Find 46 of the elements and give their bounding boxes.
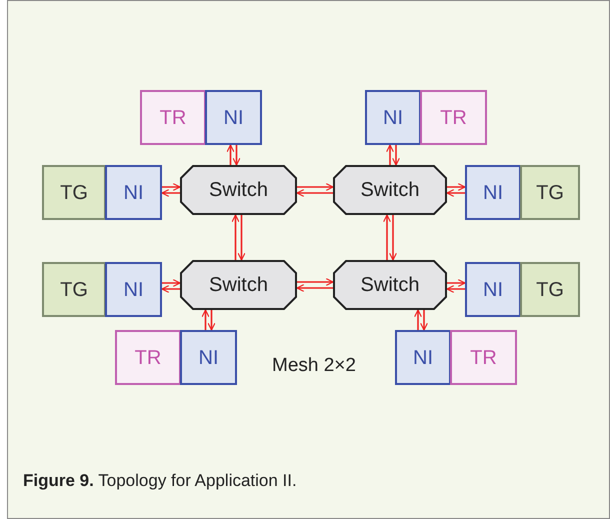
arrow xyxy=(201,309,210,330)
tg-box: TG xyxy=(520,262,580,317)
ni-box: NI xyxy=(105,262,162,317)
arrow xyxy=(297,278,334,286)
arrow xyxy=(231,214,240,260)
ni-box: NI xyxy=(465,165,521,220)
tr-box: TR xyxy=(420,90,487,145)
switch-octagon: Switch xyxy=(333,260,447,310)
figure-caption: Figure 9. Topology for Application II. xyxy=(23,470,297,492)
ni-box: NI xyxy=(395,330,451,385)
arrow xyxy=(447,278,466,288)
arrow xyxy=(392,145,400,166)
tr-box: TR xyxy=(450,330,517,385)
tg-box: TG xyxy=(520,165,580,220)
tg-box: TG xyxy=(42,165,106,220)
ni-box: NI xyxy=(205,90,262,145)
arrow xyxy=(386,144,394,165)
ni-box: NI xyxy=(180,330,237,385)
arrow xyxy=(420,310,428,331)
arrow xyxy=(447,182,466,192)
ni-box: NI xyxy=(105,165,162,220)
arrow xyxy=(237,215,246,261)
tg-box: TG xyxy=(42,262,106,317)
arrow xyxy=(226,144,235,165)
arrow xyxy=(297,182,334,192)
arrow xyxy=(232,145,241,166)
switch-octagon: Switch xyxy=(333,165,447,215)
arrow xyxy=(296,284,333,292)
arrow xyxy=(162,182,181,192)
ni-box: NI xyxy=(365,90,421,145)
arrow xyxy=(414,309,422,330)
arrow xyxy=(296,188,333,198)
tr-box: TR xyxy=(115,330,181,385)
arrow xyxy=(388,215,398,261)
arrow xyxy=(161,284,180,294)
arrow xyxy=(161,188,180,198)
ni-box: NI xyxy=(465,262,521,317)
switch-octagon: Switch xyxy=(180,165,297,215)
arrow xyxy=(207,310,216,331)
switch-octagon: Switch xyxy=(180,260,297,310)
arrow xyxy=(446,188,465,198)
arrow xyxy=(162,278,181,288)
arrow xyxy=(382,214,392,260)
diagram-label: Mesh 2×2 xyxy=(272,354,356,378)
tr-box: TR xyxy=(140,90,206,145)
arrow xyxy=(446,284,465,294)
